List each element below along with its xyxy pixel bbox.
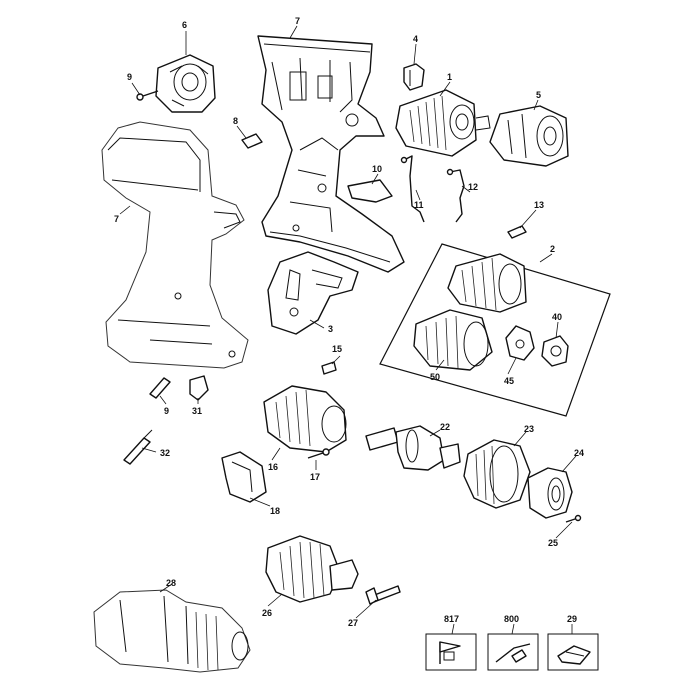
callout-22: 22 — [440, 422, 450, 432]
callout-17: 17 — [310, 472, 320, 482]
part-3-switch — [267, 251, 359, 335]
callout-13: 13 — [534, 200, 544, 210]
callout-9-lower: 9 — [164, 406, 169, 416]
part-18-band — [221, 451, 267, 503]
leader-lines — [119, 25, 577, 635]
callout-800: 800 — [504, 614, 519, 624]
callout-labels: 6 7 4 1 5 9 8 10 11 12 13 2 7 3 15 50 45… — [114, 16, 584, 628]
part-25-screw — [565, 514, 582, 523]
part-28-gearbox-assembly — [93, 589, 251, 673]
callout-25: 25 — [548, 538, 558, 548]
callout-27: 27 — [348, 618, 358, 628]
callout-2: 2 — [550, 244, 555, 254]
part-27-chuck-screw — [365, 585, 401, 605]
part-15-pin — [321, 361, 337, 375]
callout-10: 10 — [372, 164, 382, 174]
part-32-tool — [123, 429, 153, 465]
part-8-clip — [241, 133, 263, 149]
part-1-motor — [395, 89, 491, 157]
part-13-terminal — [507, 225, 527, 239]
callout-16: 16 — [268, 462, 278, 472]
callout-12: 12 — [468, 182, 478, 192]
part-12-wire — [446, 168, 465, 223]
callout-4: 4 — [413, 34, 418, 44]
callout-29: 29 — [567, 614, 577, 624]
wire-tool-icon — [495, 643, 531, 663]
callout-45: 45 — [504, 376, 514, 386]
part-16-gear-housing — [263, 385, 347, 453]
part-26-chuck — [265, 535, 359, 603]
part-23-clutch-ring — [463, 439, 531, 509]
callout-6: 6 — [182, 20, 187, 30]
part-17-screw — [307, 448, 330, 459]
callout-3: 3 — [328, 324, 333, 334]
part-2-gearbox-panel — [379, 243, 611, 417]
clip-holder-icon — [557, 645, 591, 665]
part-5-gear-housing — [489, 105, 569, 167]
part-11-wire — [400, 155, 425, 223]
callout-7-left: 7 — [114, 214, 119, 224]
callout-40: 40 — [552, 312, 562, 322]
callout-11: 11 — [414, 200, 424, 210]
callout-32: 32 — [160, 448, 170, 458]
part-9-screw-top — [136, 90, 159, 101]
part-31-clip — [189, 375, 209, 401]
callout-7-right: 7 — [295, 16, 300, 26]
part-4-contact — [403, 63, 425, 91]
callout-1: 1 — [447, 72, 452, 82]
accessory-box-817 — [425, 633, 477, 671]
callout-9-top: 9 — [127, 72, 132, 82]
part-10-led-board — [347, 179, 393, 203]
callout-817: 817 — [444, 614, 459, 624]
callout-15: 15 — [332, 344, 342, 354]
accessory-box-800 — [487, 633, 539, 671]
callout-23: 23 — [524, 424, 534, 434]
accessory-box-29 — [547, 633, 599, 671]
callout-8: 8 — [233, 116, 238, 126]
callout-26: 26 — [262, 608, 272, 618]
callout-50: 50 — [430, 372, 440, 382]
callout-5: 5 — [536, 90, 541, 100]
part-24-collar — [527, 467, 573, 519]
callout-31: 31 — [192, 406, 202, 416]
part-22-spindle — [365, 425, 461, 471]
flag-label-icon — [439, 641, 461, 664]
part-6-end-cap — [155, 54, 216, 113]
callout-28: 28 — [166, 578, 176, 588]
callout-24: 24 — [574, 448, 584, 458]
part-7-left-housing — [101, 121, 249, 369]
callout-18: 18 — [270, 506, 280, 516]
part-7-right-housing — [257, 35, 405, 273]
part-9-screw-lower — [149, 377, 171, 399]
